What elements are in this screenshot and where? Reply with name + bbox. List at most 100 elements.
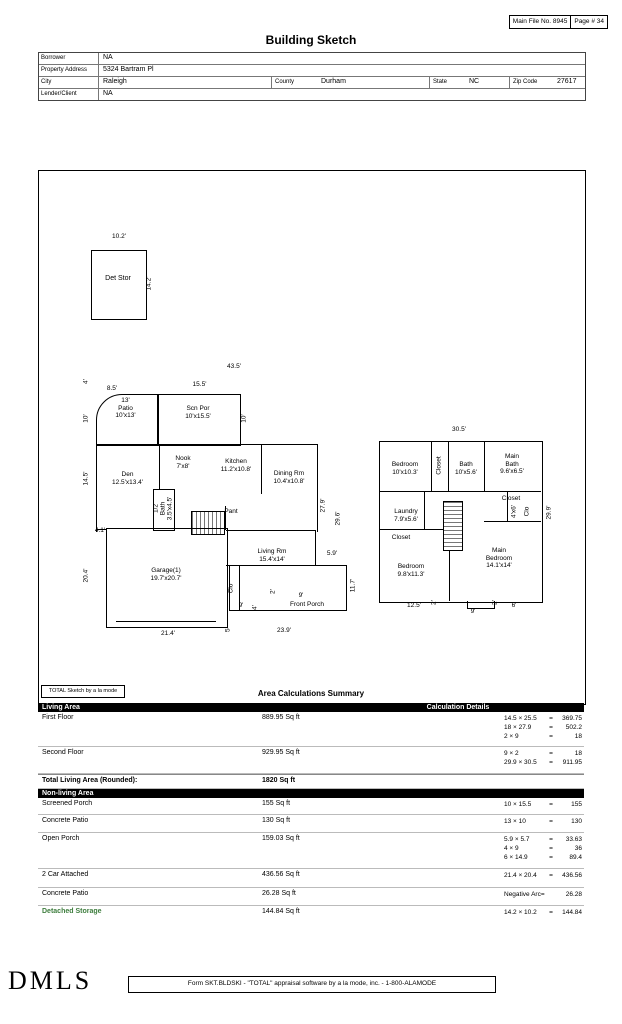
ff-dim-porch-4: 4' [251,605,259,610]
calc-eq: = [549,818,553,825]
zip-label: Zip Code [509,77,553,88]
patio-outline [96,394,159,446]
calc-eq: = [549,801,553,808]
ff-dim-5-9: 5.9' [326,550,338,557]
wall-line [225,506,226,530]
calc-expr: 13 × 10 [504,818,526,825]
state-value: NC [469,78,480,85]
ff-dim-14-5: 14.5' [82,471,90,486]
ff-dim-10-right: 10' [240,414,248,423]
wall-line [226,530,316,531]
calc-val: 144.84 [562,909,582,916]
calc-val: 502.2 [565,724,582,731]
main-bath-label: Main Bath 9.6'x6.5' [500,453,524,475]
det-stor-height-dim: 14.2' [145,276,153,291]
sf-dim-29-9: 29.9' [545,505,553,520]
property-header-table: Borrower NA Property Address 5324 Bartra… [38,52,586,101]
sf-dim-12-5: 12.5' [407,602,421,609]
sf-closet2-label: Closet [501,495,521,502]
calc-line: 29.9 × 30.5=911.95 [504,758,582,767]
sf-closet1-label: Closet [435,456,443,475]
calc-expr: 6 × 14.9 [504,854,528,861]
calc-line: 2 × 9=18 [504,732,582,741]
ff-dim-10-left: 10' [82,414,90,423]
sf-dim-6: 6' [511,602,517,609]
nook-label: Nook 7'x8' [175,455,191,470]
ff-dim-23-9: 23.9' [277,627,291,634]
ff-dim-20-4: 20.4' [82,568,90,583]
calc-expr: 29.9 × 30.5 [504,759,537,766]
calc-val: 18 [574,750,582,757]
living-area-header-bar: Living Area Calculation Details [38,703,584,712]
file-info-boxes: Main File No. 8945 Page # 34 [508,15,608,29]
calc-line: 14.5 × 25.5=369.75 [504,714,582,723]
wall-line [448,441,449,491]
dining-room-label: Dining Rm 10.4'x10.8' [273,470,305,485]
wall-line [379,529,449,530]
row-name: 2 Car Attached [42,871,89,878]
ff-dim-porch-9a: 9' [238,602,244,609]
ff-dim-porch-2: 2' [269,589,277,594]
wall-line [431,441,432,491]
living-room-label: Living Rm 15.4'x14' [257,548,287,563]
wall-line [449,529,450,601]
ff-dim-29-6: 29.6' [334,511,342,526]
closet-label: Clo [227,583,235,594]
state-label: State [429,77,465,88]
calc-expr: 14.2 × 10.2 [504,909,537,916]
calc-eq: = [549,724,553,731]
calc-expr: 4 × 9 [504,845,519,852]
calc-eq: = [549,715,553,722]
kitchen-label: Kitchen 11.2'x10.8' [220,458,252,473]
calc-val: 33.63 [565,836,582,843]
table-row-concrete-patio-2: Concrete Patio 26.28 Sq ft Negative Arc=… [38,888,584,906]
dmls-logo: DMLS [8,966,93,995]
sf-closet4-label: Closet [391,534,411,541]
borrower-value: NA [103,54,113,61]
calc-line: 18 × 27.9 = 502.2 [504,723,582,732]
row-name: Concrete Patio [42,817,89,824]
calc-line: Negative Arc= 26.28 [504,890,582,899]
row-area: 130 Sq ft [262,817,291,824]
sf-dim-top: 30.5' [452,426,466,433]
zip-value: 27617 [557,78,577,85]
calc-line: 4 × 9=36 [504,844,582,853]
row-calcs: Negative Arc= 26.28 [504,890,582,899]
bedroom2-label: Bedroom 9.8'x11.3' [397,563,425,578]
calc-val: 26.28 [565,891,582,898]
calc-expr: 18 × 27.9 [504,724,532,731]
calc-line: 14.2 × 10.2=144.84 [504,908,582,917]
ff-dim-8-5: 8.5' [106,385,118,392]
area-summary-title: Area Calculations Summary [257,689,365,698]
main-house-outline [96,444,318,532]
sketch-credit: TOTAL Sketch by a la mode [41,685,125,698]
floor-plan-sketch: 10.2' Det Stor 14.2' 43.5' 4' 8.5' 15.5'… [38,170,586,705]
calc-val: 155 [571,801,582,808]
wall-line [346,565,347,611]
den-label: Den 12.5'x13.4' [111,471,144,486]
wall-line [484,521,541,522]
bedroom1-label: Bedroom 10'x10.3' [391,461,419,476]
calc-expr: 14.5 × 25.5 [504,715,537,722]
main-bedroom-label: Main Bedroom 14.1'x14' [485,547,513,569]
row-calcs: 13 × 10 = 130 [504,817,582,826]
screened-porch-label: Scn Por 10'x15.5' [185,405,211,420]
page-number: Page # 34 [570,15,608,29]
calc-expr: Negative Arc= [504,891,545,898]
calc-eq: = [549,872,553,879]
garage-door-line [116,621,216,622]
wall-line [229,565,230,610]
living-area-header: Living Area [42,704,80,711]
calc-val: 130 [571,818,582,825]
wall-line [484,441,485,491]
form-footer-text: Form SKT.BLDSKI - "TOTAL" appraisal soft… [128,976,496,993]
wall-line [467,608,494,609]
calc-line: 13 × 10 = 130 [504,817,582,826]
table-row-concrete-patio-1: Concrete Patio 130 Sq ft 13 × 10 = 130 [38,815,584,833]
total-label: Total Living Area (Rounded): [42,777,138,784]
row-name: Open Porch [42,835,80,842]
calc-eq: = [549,845,553,852]
half-bath-label: 1/2 Bath 3.5'x4.5' [152,496,174,521]
borrower-row: Borrower NA [39,53,585,65]
